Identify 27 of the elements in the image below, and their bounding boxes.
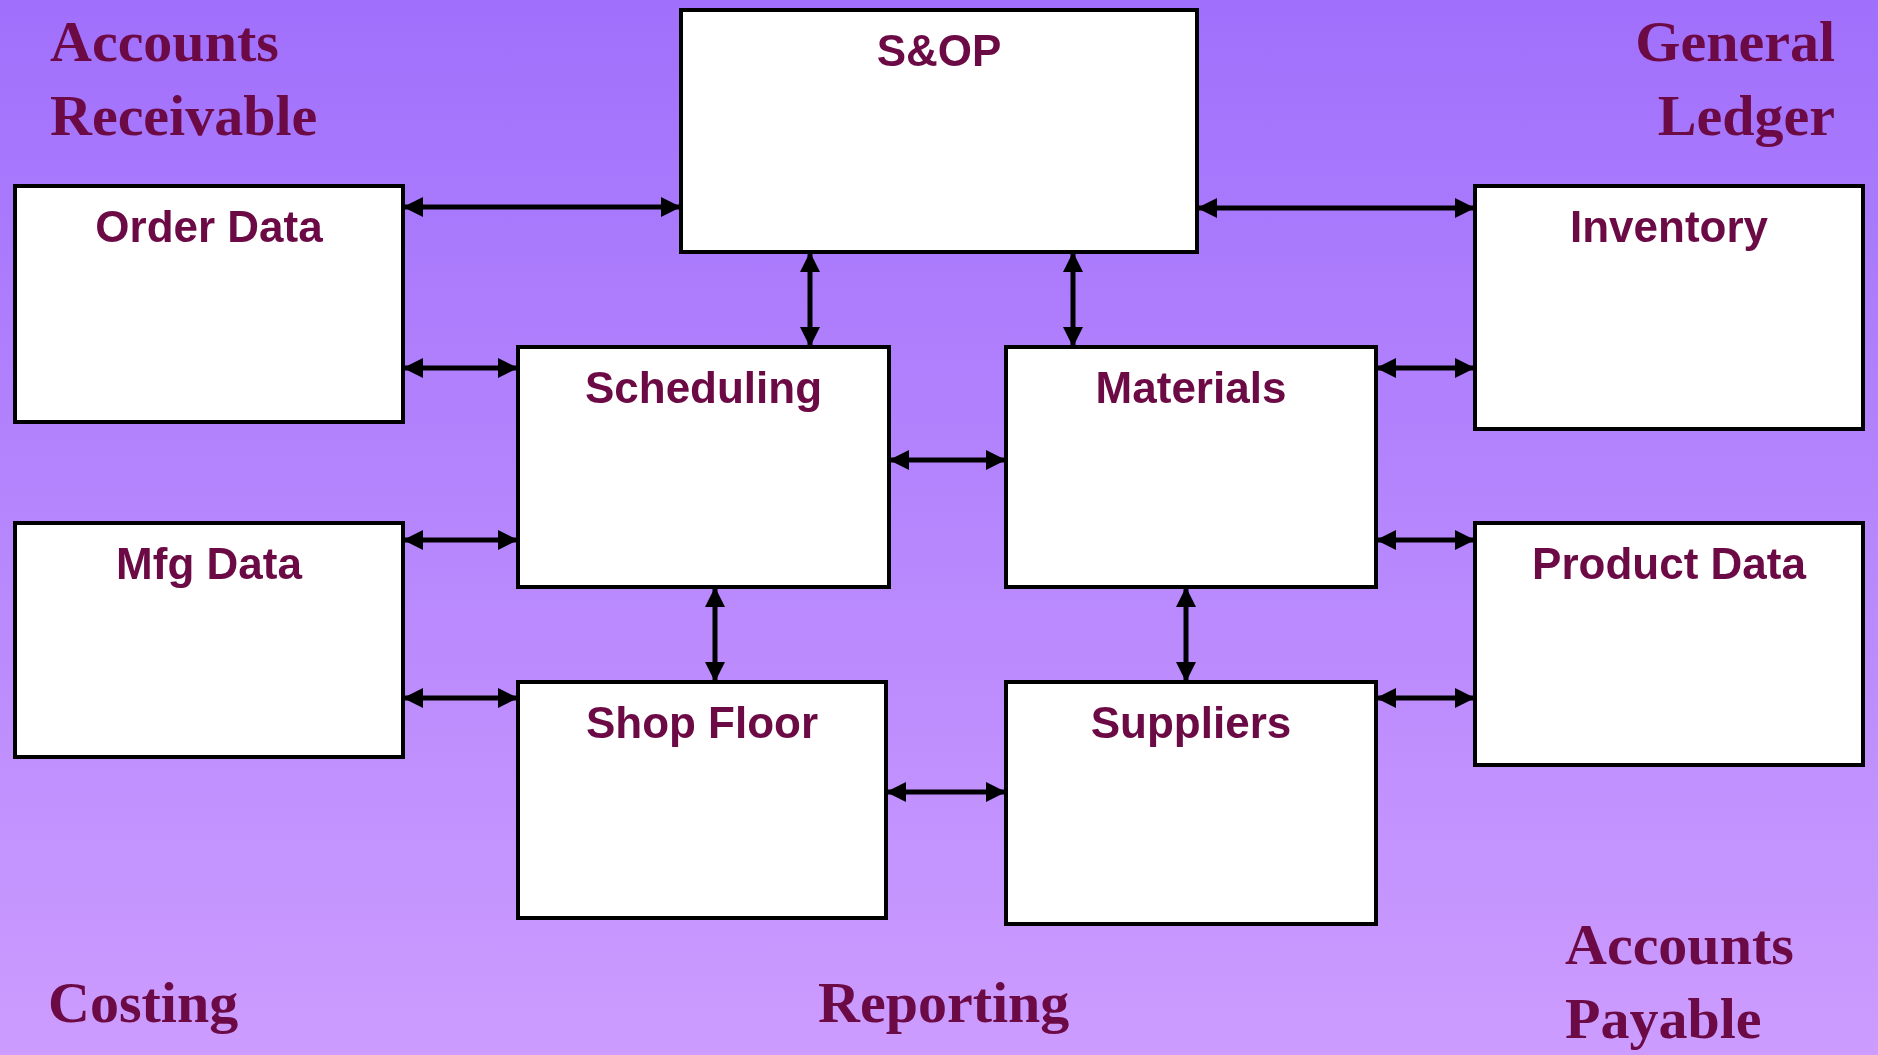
- double-arrow: [1176, 587, 1196, 682]
- process-box: [13, 184, 405, 424]
- process-box: [13, 521, 405, 759]
- process-box: [1473, 521, 1865, 767]
- module-label: Accounts Receivable: [50, 8, 319, 150]
- module-label: Costing: [48, 969, 240, 1037]
- module-label: Reporting: [818, 969, 1071, 1037]
- process-box: [1004, 680, 1378, 926]
- process-box: [1473, 184, 1865, 431]
- double-arrow: [705, 587, 725, 682]
- process-box: [1004, 345, 1378, 589]
- box-title: Order Data: [94, 202, 324, 252]
- box-title: Shop Floor: [584, 698, 820, 748]
- box-title: Inventory: [1568, 202, 1769, 252]
- box-title: Materials: [1094, 363, 1288, 413]
- process-box: [516, 345, 891, 589]
- box-title: Scheduling: [583, 363, 824, 413]
- process-box: [679, 8, 1199, 254]
- double-arrow: [800, 252, 820, 347]
- double-arrow: [1063, 252, 1083, 347]
- box-title: Product Data: [1531, 539, 1808, 589]
- box-title: S&OP: [875, 26, 1003, 76]
- box-title: Mfg Data: [115, 539, 304, 589]
- module-label: General Ledger: [1634, 8, 1835, 150]
- process-box: [516, 680, 888, 920]
- module-label: Accounts Payable: [1565, 911, 1795, 1053]
- box-title: Suppliers: [1089, 698, 1293, 748]
